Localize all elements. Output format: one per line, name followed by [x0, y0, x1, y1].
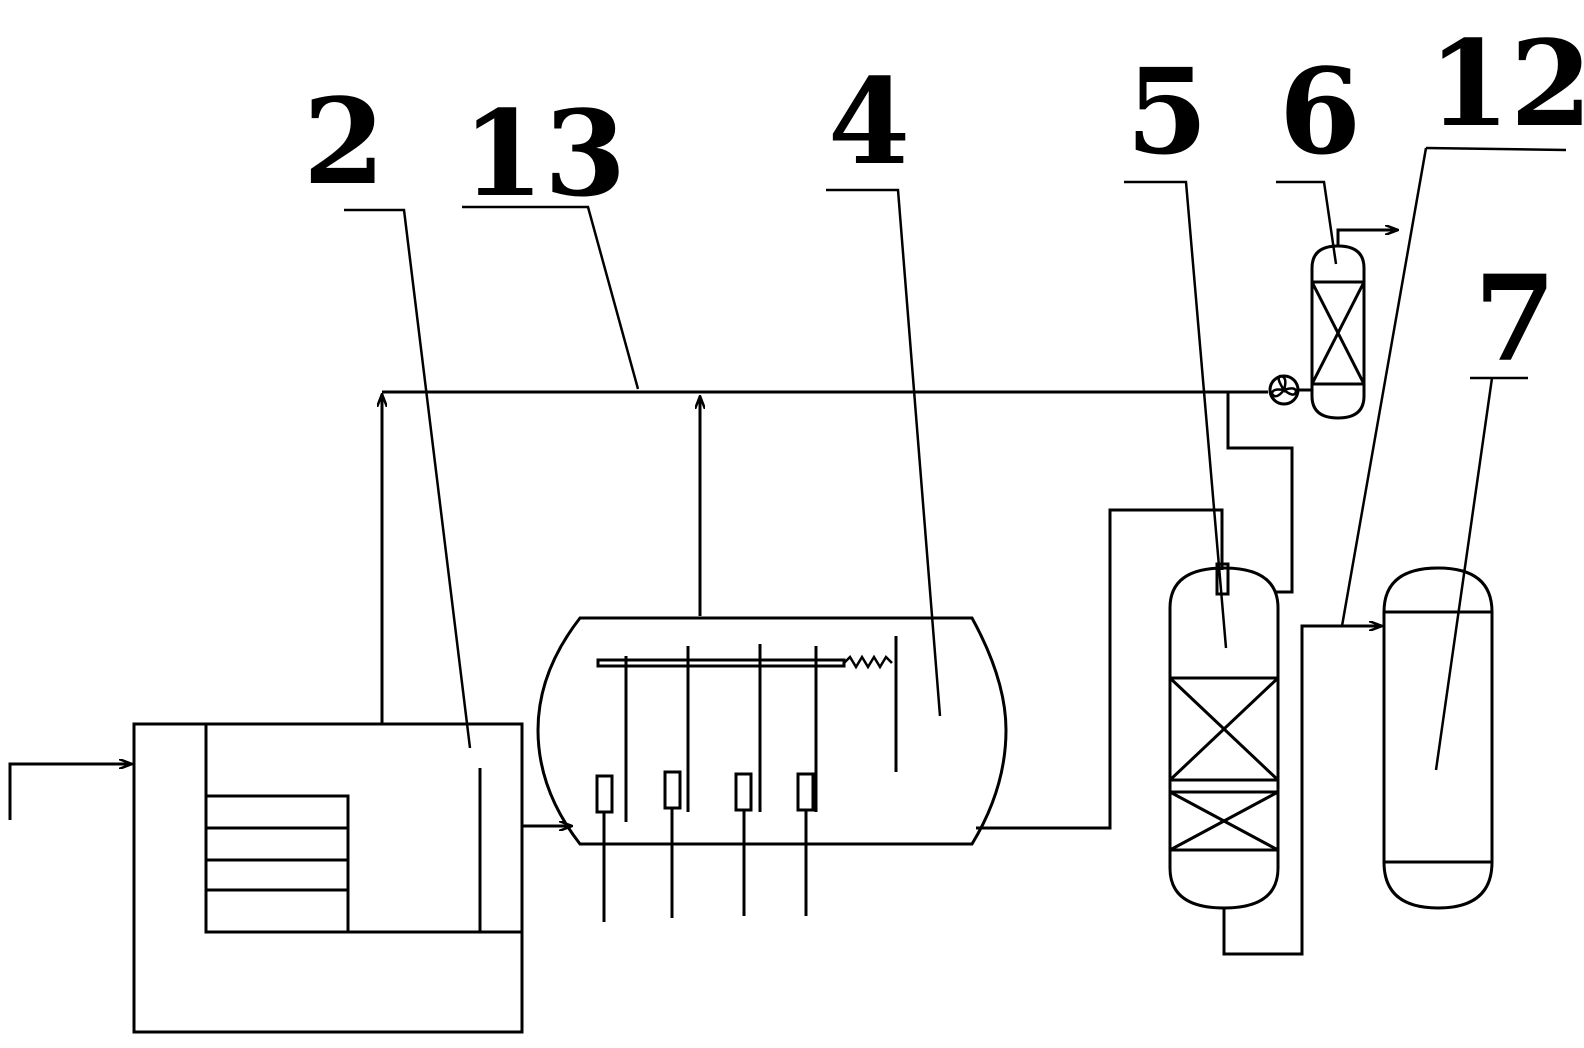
tank-7-shell — [1382, 566, 1494, 910]
vessel-4-internal-tray — [596, 658, 846, 668]
blower-fan-icon — [1268, 374, 1312, 406]
furnace-stack — [204, 794, 350, 934]
leader-lines — [344, 146, 1567, 771]
vessel-4-outlet-2 — [663, 770, 682, 810]
adsorber-6-shell — [1310, 244, 1366, 420]
column-5-inlet-nozzle — [1215, 562, 1230, 596]
adsorber-6-outlet-arrow — [1336, 230, 1398, 246]
furnace-unit-2 — [132, 722, 524, 1034]
label-5: 5 — [1126, 42, 1208, 181]
leader-12-top — [1425, 146, 1567, 152]
leader-2 — [344, 208, 472, 749]
leader-4 — [826, 188, 942, 717]
storage-tank-7 — [1382, 566, 1494, 910]
feed-inlet-arrow — [8, 764, 132, 820]
vessel-4-shell — [536, 616, 1008, 846]
leader-5 — [1124, 180, 1228, 649]
vessel-4-spring — [843, 654, 893, 670]
vessel-4-outlet-3 — [734, 772, 753, 812]
label-7: 7 — [1474, 249, 1556, 388]
leader-13 — [462, 205, 640, 390]
label-6: 6 — [1279, 42, 1361, 181]
header-to-column5-pipe — [1226, 392, 1294, 594]
packed-column-5 — [1168, 562, 1280, 910]
label-13: 13 — [462, 84, 626, 223]
column-5-shell — [1168, 566, 1280, 910]
label-12: 12 — [1428, 14, 1584, 153]
column5-to-tank7-pipe — [1222, 626, 1382, 956]
leader-12 — [1340, 147, 1428, 627]
label-4: 4 — [828, 52, 910, 191]
vessel4-to-column5-pipe — [976, 508, 1224, 830]
leader-7 — [1434, 377, 1494, 771]
horizontal-vessel-4 — [536, 396, 1008, 922]
label-2: 2 — [303, 72, 385, 211]
vessel-4-outlet-4 — [796, 772, 815, 812]
furnace-outer-box — [132, 722, 524, 1034]
leader-6 — [1276, 180, 1338, 265]
vessel-4-outlet-1 — [595, 774, 614, 814]
adsorber-6 — [1310, 230, 1398, 420]
